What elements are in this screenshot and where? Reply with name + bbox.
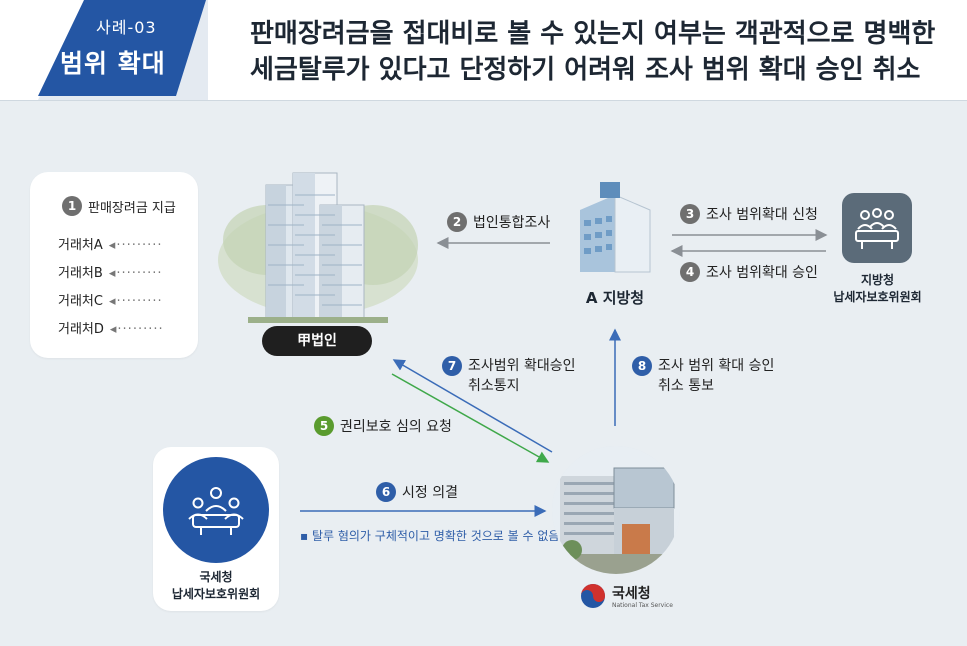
arrow-step-5 [391, 373, 550, 463]
nts-logo: 국세청 National Tax Service [580, 581, 680, 611]
arrow-left-icon: ◂········· [108, 266, 163, 281]
nts-building-icon [552, 446, 680, 574]
nts-committee-icon [163, 457, 269, 563]
arrow-left-icon: ◂········· [108, 238, 163, 253]
step-1-text: 판매장려금 지급 [88, 200, 176, 216]
step-1-label: 1 판매장려금 지급 [62, 196, 176, 216]
nts-logo-subtext: National Tax Service [612, 602, 673, 609]
step-1-number: 1 [62, 196, 82, 216]
headline: 판매장려금을 접대비로 볼 수 있는지 여부는 객관적으로 명백한 세금탈루가 … [250, 16, 950, 88]
note-text: ▪ 탈루 혐의가 구체적이고 명확한 것으로 볼 수 없음 [300, 529, 560, 543]
nts-committee-card: 국세청 납세자보호위원회 [153, 447, 279, 611]
regional-office-building-icon [580, 182, 651, 273]
case-badge: 사례-03 범위 확대 [38, 0, 208, 100]
vendor-d: 거래처D◂········· [58, 322, 164, 337]
case-title: 범위 확대 [60, 49, 166, 78]
case-number: 사례-03 [96, 18, 157, 37]
arrow-left-icon: ◂········· [109, 322, 164, 337]
vendors-card [30, 172, 198, 358]
arrow-step-7 [392, 359, 553, 453]
headline-line-2: 세금탈루가 있다고 단정하기 어려워 조사 범위 확대 승인 취소 [250, 55, 921, 85]
nts-emblem-icon [581, 584, 605, 608]
nts-logo-text: 국세청 [612, 586, 651, 602]
regional-committee-label: 지방청 납세자보호위원회 [833, 273, 922, 304]
vendor-c: 거래처C◂········· [58, 294, 163, 309]
nts-committee-label: 국세청 납세자보호위원회 [171, 570, 261, 601]
arrow-left-icon: ◂········· [108, 294, 163, 309]
headline-line-1: 판매장려금을 접대비로 볼 수 있는지 여부는 객관적으로 명백한 [250, 19, 936, 49]
header: 사례-03 범위 확대 판매장려금을 접대비로 볼 수 있는지 여부는 객관적으… [0, 0, 967, 101]
regional-office-label: A 지방청 [585, 289, 645, 307]
corporation-label: 甲법인 [262, 326, 372, 356]
vendor-b: 거래처B◂········· [58, 266, 163, 281]
vendor-a: 거래처A◂········· [58, 238, 163, 253]
corporation-building-icon [218, 172, 418, 323]
regional-committee-icon [842, 193, 912, 263]
